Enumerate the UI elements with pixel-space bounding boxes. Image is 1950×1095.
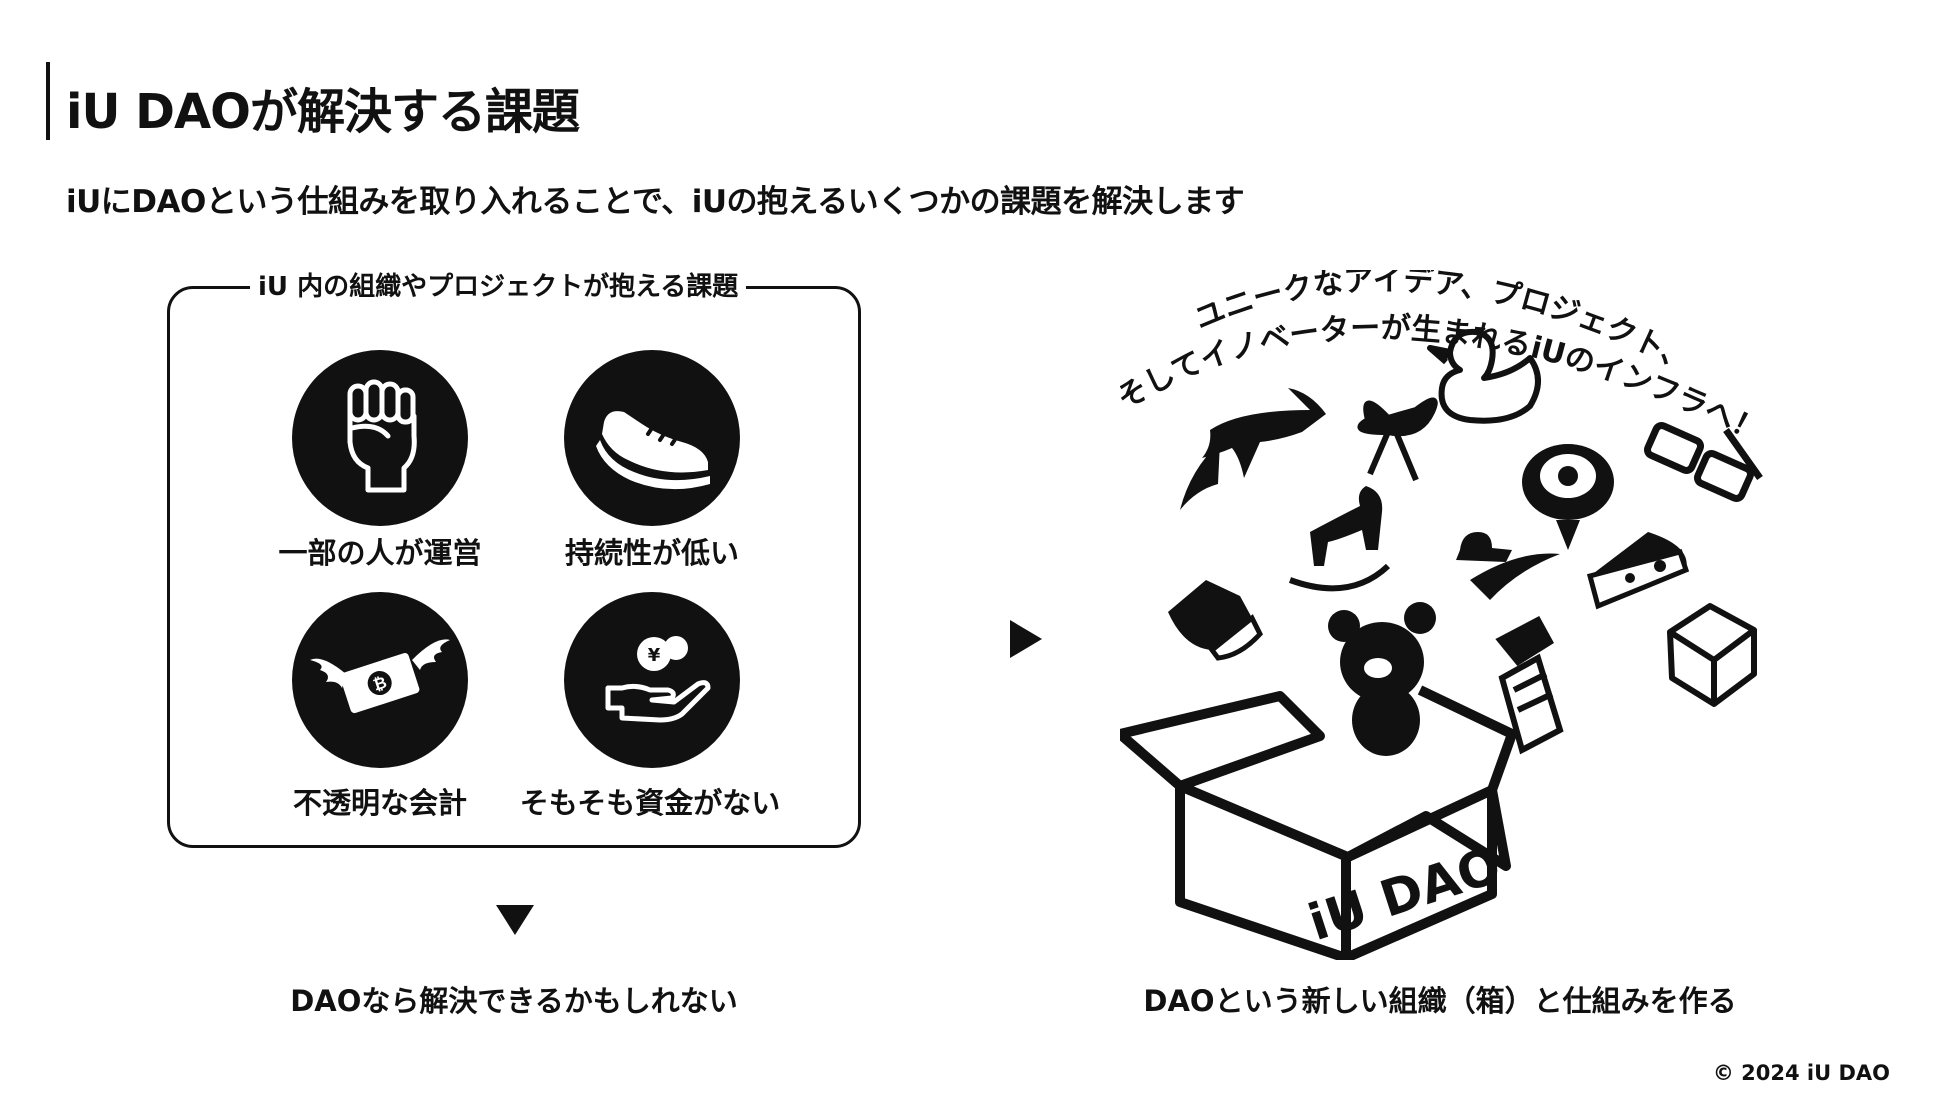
cheese-icon [1586, 532, 1690, 610]
building-block-icon [1667, 603, 1757, 707]
arrow-down-icon [496, 905, 534, 935]
issue-label: 一部の人が運営 [278, 536, 482, 570]
page-title: iU DAOが解決する課題 [66, 84, 580, 140]
arrow-right-icon [1010, 620, 1042, 658]
issue-icon-circle: ¥ [564, 592, 740, 768]
box-icon [1120, 685, 1517, 960]
spinning-top-icon [1522, 444, 1614, 550]
teddy-bear-icon [1328, 602, 1436, 756]
hat-icon [1456, 532, 1512, 562]
ribbon-bow-icon [1357, 397, 1438, 482]
fist-icon [347, 379, 417, 493]
svg-text:¥: ¥ [648, 645, 661, 666]
banana-icon [1470, 553, 1560, 600]
coin-hand-icon: ¥ [605, 636, 711, 723]
issues-panel-title: iU 内の組織やプロジェクトが抱える課題 [250, 266, 747, 303]
glasses-icon [1643, 422, 1763, 502]
bag-icon [1168, 580, 1264, 661]
flying-money-icon: ₿ [310, 639, 450, 714]
issue-icon-circle [292, 350, 468, 526]
grinder-icon [1495, 615, 1564, 755]
copyright: © 2024 iU DAO [1712, 1061, 1890, 1085]
issue-icon-circle: ₿ [292, 592, 468, 768]
sneaker-icon [596, 411, 710, 490]
issue-label: 不透明な会計 [292, 786, 467, 820]
title-accent-bar [46, 62, 50, 140]
issue-label: 持続性が低い [564, 536, 739, 570]
svg-text:₿: ₿ [371, 672, 389, 694]
box-of-ideas-illustration: ユニークなアイデア、プロジェクト、 そしてイノベーターが生まれるiUのインフラへ… [1120, 270, 1768, 960]
rocking-horse-icon [1288, 486, 1391, 592]
issue-label: そもそも資金がない [519, 786, 781, 820]
duck-icon [1427, 328, 1541, 424]
left-caption: DAOなら解決できるかもしれない [290, 984, 738, 1018]
issue-icon-circle [564, 350, 740, 526]
right-caption: DAOという新しい組織（箱）と仕組みを作る [1143, 984, 1737, 1018]
shark-icon [1180, 388, 1326, 510]
page-subtitle: iUにDAOという仕組みを取り入れることで、iUの抱えるいくつかの課題を解決しま… [66, 184, 1245, 220]
